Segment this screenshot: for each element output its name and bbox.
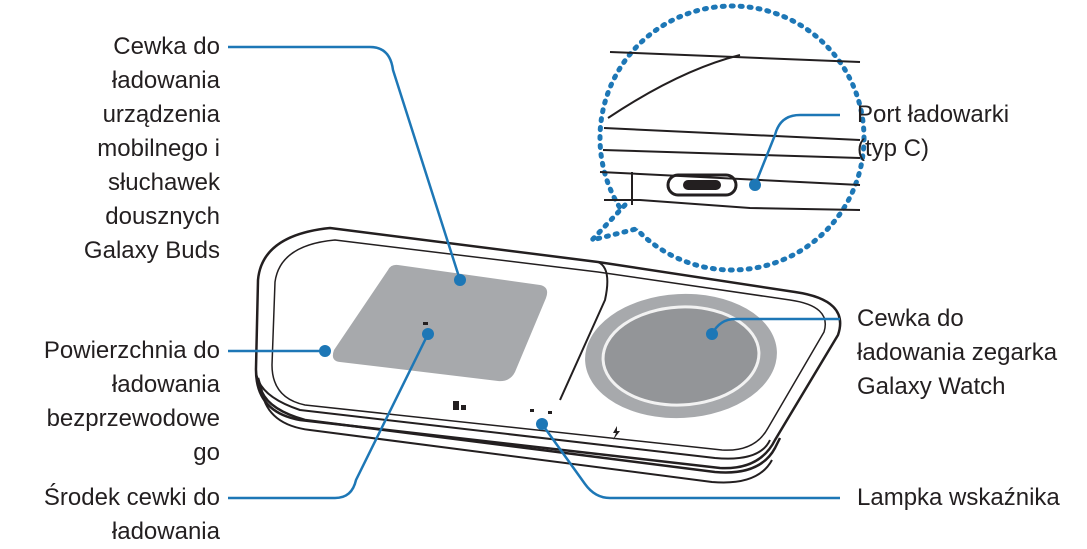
coil-pad-phone [332, 264, 548, 382]
pad-divider [559, 261, 609, 401]
leader-port [753, 113, 840, 186]
charger-logo-mark-icon [453, 401, 466, 410]
usb-c-port [666, 173, 738, 197]
charger-top-surface [254, 226, 842, 470]
leader-dots [319, 179, 761, 430]
port-detail [599, 51, 861, 211]
indicator-dot-right [548, 411, 552, 414]
coil-center-mark [423, 322, 428, 325]
coil-pad-watch [601, 305, 761, 407]
callout-charger-port: Port ładowarki (typ C) [857, 101, 1010, 162]
charger-bottom-edge [256, 377, 782, 474]
leader-indicator [540, 423, 840, 500]
indicator-dot-left [530, 409, 534, 412]
leader-lines [228, 45, 840, 500]
charger-body [254, 226, 842, 484]
callout-coil-watch: Cewka do ładowania zegarka Galaxy Watch [857, 305, 1058, 400]
callout-charging-surface: Powierzchnia do ładowania bezprzewodowe … [43, 337, 220, 466]
magnifier-bubble [584, 3, 867, 273]
callout-indicator-light: Lampka wskaźnika [857, 484, 1060, 511]
leader-coil-phone [228, 45, 462, 281]
callout-coil-phone-buds: Cewka do ładowania urządzenia mobilnego … [83, 33, 220, 264]
leader-center [228, 333, 430, 500]
callout-coil-center: Środek cewki do ładowania [43, 484, 220, 545]
lightning-bolt-icon [613, 426, 620, 440]
